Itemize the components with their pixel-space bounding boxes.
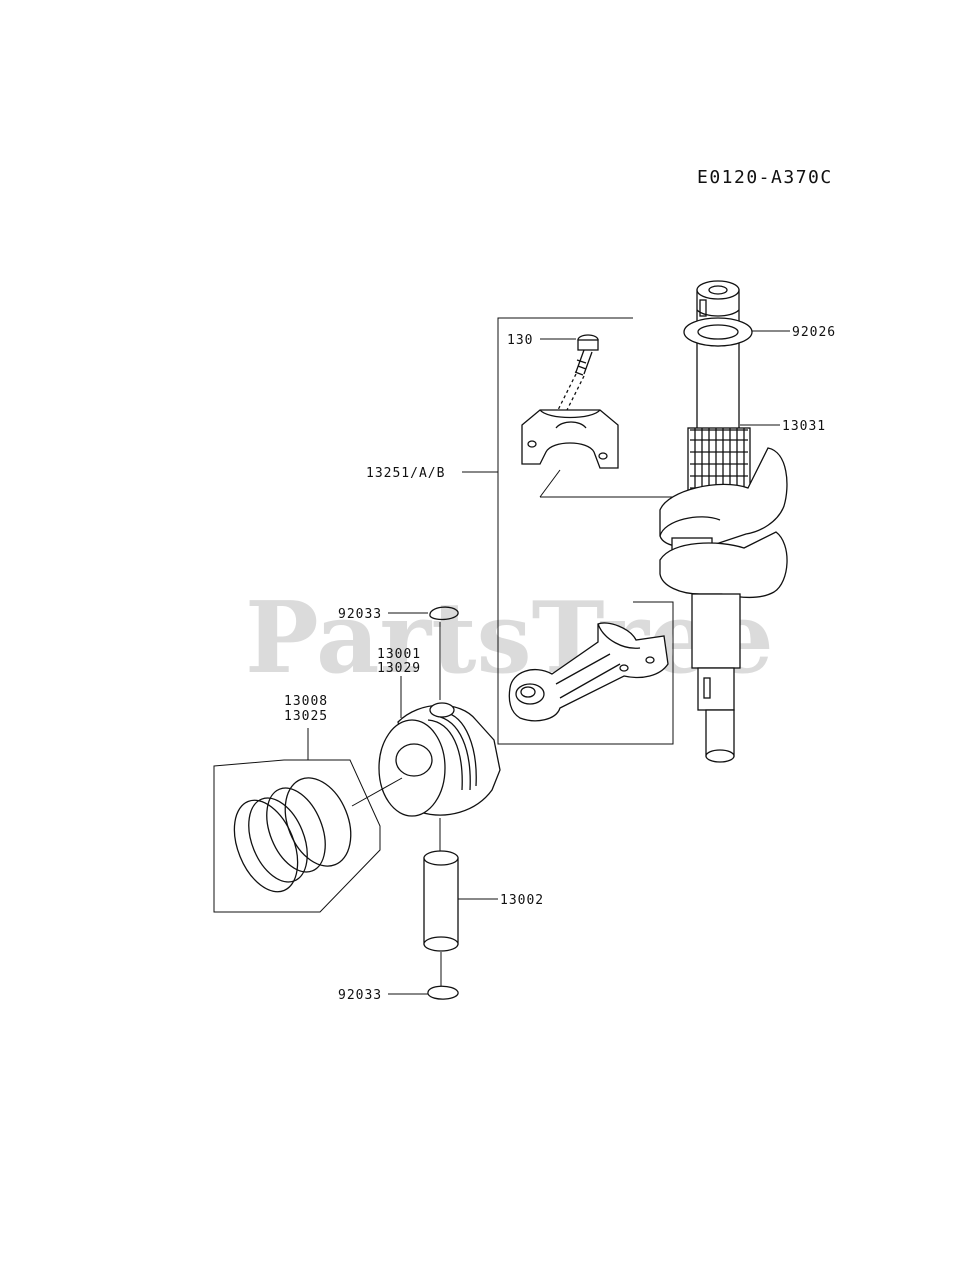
leader-lines [388,330,790,995]
label-13031[interactable]: 13031 [782,419,826,434]
label-13001[interactable]: 13001 [377,647,421,662]
piston-part [378,676,501,817]
circlip-top-part [429,606,459,700]
label-92033-bottom[interactable]: 92033 [338,988,382,1003]
label-13008[interactable]: 13008 [284,694,328,709]
conrod-group-bracket [462,317,674,745]
diagram-ref-code: E0120-A370C [697,167,833,188]
label-13251[interactable]: 13251/A/B [366,466,445,481]
label-130[interactable]: 130 [507,333,533,348]
label-13002[interactable]: 13002 [500,893,544,908]
label-92026[interactable]: 92026 [792,325,836,340]
rod-cap-part [521,409,619,469]
circlip-bottom-part [427,985,459,1000]
connecting-rod-part [508,622,669,722]
washer-92026-part [683,317,753,347]
watermark: PartsTree [245,581,774,696]
crankshaft-part [659,280,788,763]
piston-pin-part [423,818,459,986]
label-13025[interactable]: 13025 [284,709,328,724]
bolt-130-part [557,334,599,413]
label-92033-top[interactable]: 92033 [338,607,382,622]
piston-rings-part [213,728,403,913]
label-13029[interactable]: 13029 [377,661,421,676]
